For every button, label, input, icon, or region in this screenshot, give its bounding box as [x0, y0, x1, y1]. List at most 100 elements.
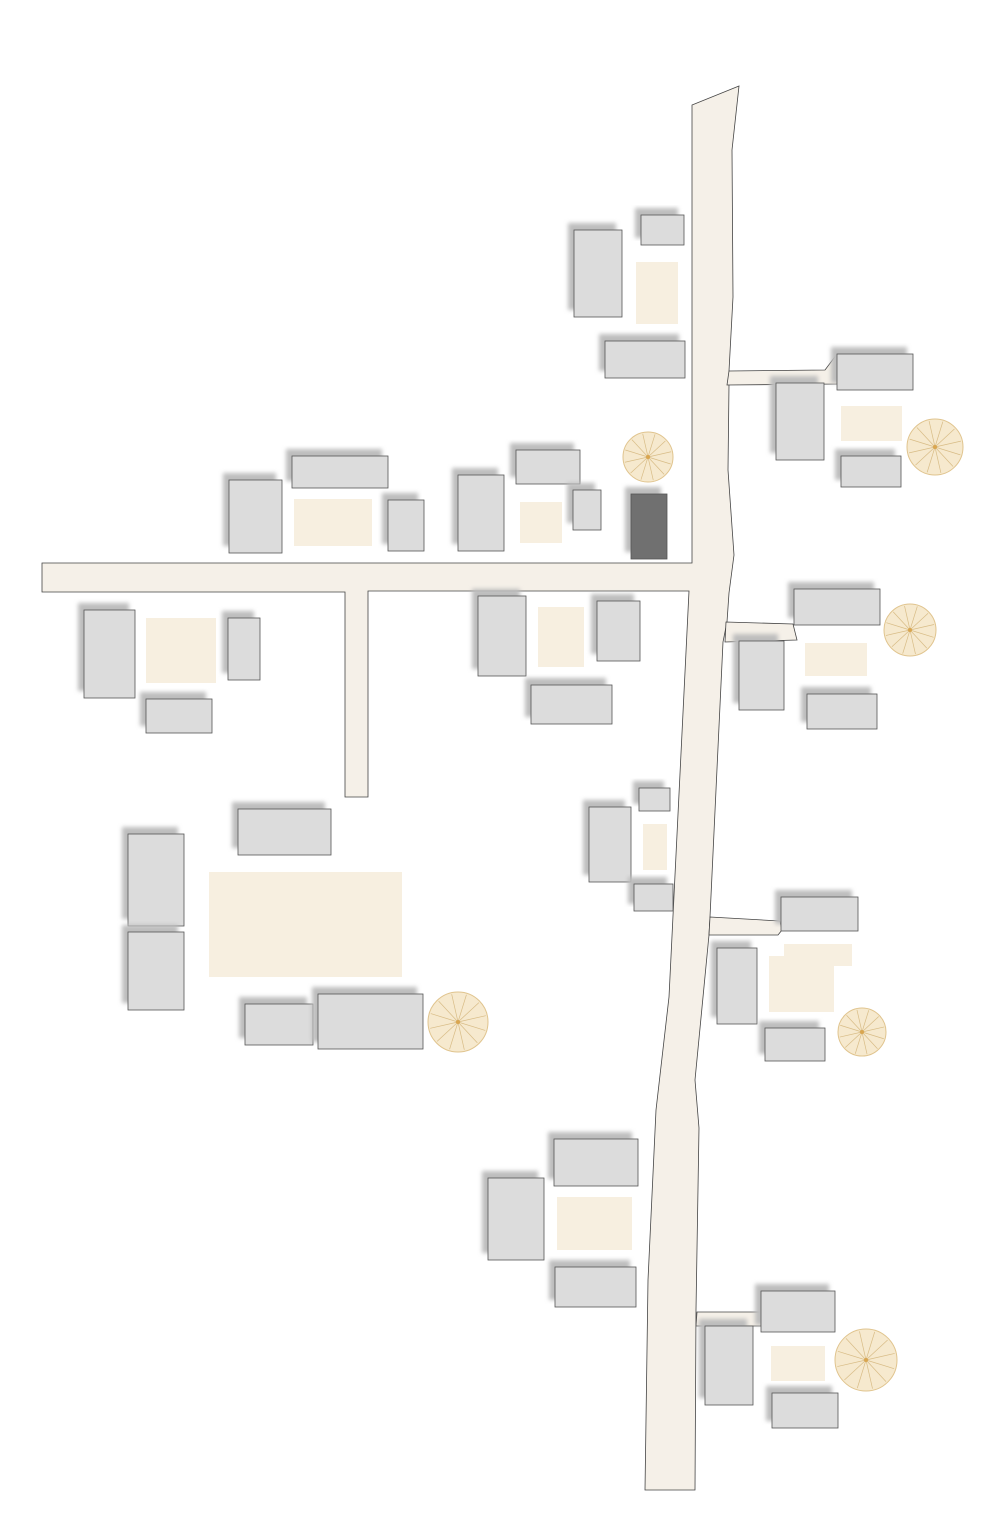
building-footprint [530, 684, 613, 725]
building-footprint [127, 931, 185, 1011]
building [472, 589, 527, 677]
building [452, 468, 505, 552]
building-footprint [588, 806, 632, 883]
building [140, 692, 213, 734]
tree-icon [427, 991, 489, 1053]
building-footprint [704, 1325, 754, 1406]
building [222, 611, 261, 681]
building-footprint [572, 489, 602, 531]
building [78, 603, 136, 699]
building-footprint [771, 1392, 839, 1429]
building [548, 1132, 639, 1187]
field [146, 618, 216, 683]
building-footprint [764, 1027, 826, 1062]
building [482, 1171, 545, 1261]
building-footprint [775, 382, 825, 461]
fields [146, 262, 902, 1381]
tree-icon [883, 603, 937, 657]
building-footprint [596, 600, 641, 662]
field [294, 499, 372, 546]
building [759, 1021, 826, 1062]
building-footprint [573, 229, 623, 318]
building-footprint [604, 340, 686, 379]
building-footprint [630, 493, 668, 560]
building [831, 347, 914, 391]
building [755, 1284, 836, 1333]
building-footprint [633, 883, 674, 912]
building [766, 1386, 839, 1429]
field [557, 1197, 632, 1250]
building [382, 493, 425, 552]
building [711, 941, 758, 1025]
building-footprint [83, 609, 136, 699]
building-footprint [291, 455, 389, 489]
building-footprint [836, 353, 914, 391]
field [636, 262, 678, 324]
field [538, 607, 584, 667]
building [801, 687, 878, 730]
building [591, 594, 641, 662]
building-footprint [780, 896, 859, 932]
building-footprint [145, 698, 213, 734]
building-footprint [227, 617, 261, 681]
building-footprint [553, 1138, 639, 1187]
building [599, 334, 686, 379]
building-footprint [317, 993, 424, 1050]
building-footprint [806, 693, 878, 730]
building [635, 208, 685, 246]
field [520, 502, 562, 543]
building-footprint [840, 455, 902, 488]
building [122, 827, 185, 927]
field [771, 1346, 825, 1381]
building-footprint [487, 1177, 545, 1261]
building [568, 223, 623, 318]
building-footprint [228, 479, 283, 554]
building-footprint [738, 640, 785, 711]
building [770, 376, 825, 461]
building-footprint [716, 947, 758, 1025]
building [549, 1260, 637, 1308]
building [122, 925, 185, 1011]
building-footprint [515, 449, 581, 485]
tree-icon [837, 1007, 887, 1057]
building-footprint [244, 1003, 314, 1046]
trees [427, 418, 964, 1392]
field [769, 956, 834, 1012]
building [583, 800, 632, 883]
field [805, 643, 867, 676]
building-footprint [638, 787, 671, 812]
building [286, 449, 389, 489]
tree-icon [834, 1328, 898, 1392]
building-footprint [554, 1266, 637, 1308]
road-spur [708, 916, 783, 936]
building [525, 678, 613, 725]
building-footprint [793, 588, 881, 626]
building-footprint [387, 499, 425, 552]
building [223, 473, 283, 554]
building [775, 890, 859, 932]
building [239, 997, 314, 1046]
building [312, 987, 424, 1050]
field [209, 872, 402, 977]
building-footprint [477, 595, 527, 677]
building-footprint [640, 214, 685, 246]
building-footprint [237, 808, 332, 856]
roads [41, 85, 838, 1491]
field [841, 406, 902, 441]
highlighted-building [625, 487, 668, 560]
field [643, 824, 667, 870]
building-footprint [760, 1290, 836, 1333]
building [733, 634, 785, 711]
building [628, 877, 674, 912]
buildings [78, 208, 914, 1429]
building [510, 443, 581, 485]
building [699, 1319, 754, 1406]
tree-icon [622, 431, 674, 483]
building [788, 582, 881, 626]
building [633, 781, 671, 812]
building [835, 449, 902, 488]
building [232, 802, 332, 856]
building-footprint [127, 833, 185, 927]
tree-icon [906, 418, 964, 476]
